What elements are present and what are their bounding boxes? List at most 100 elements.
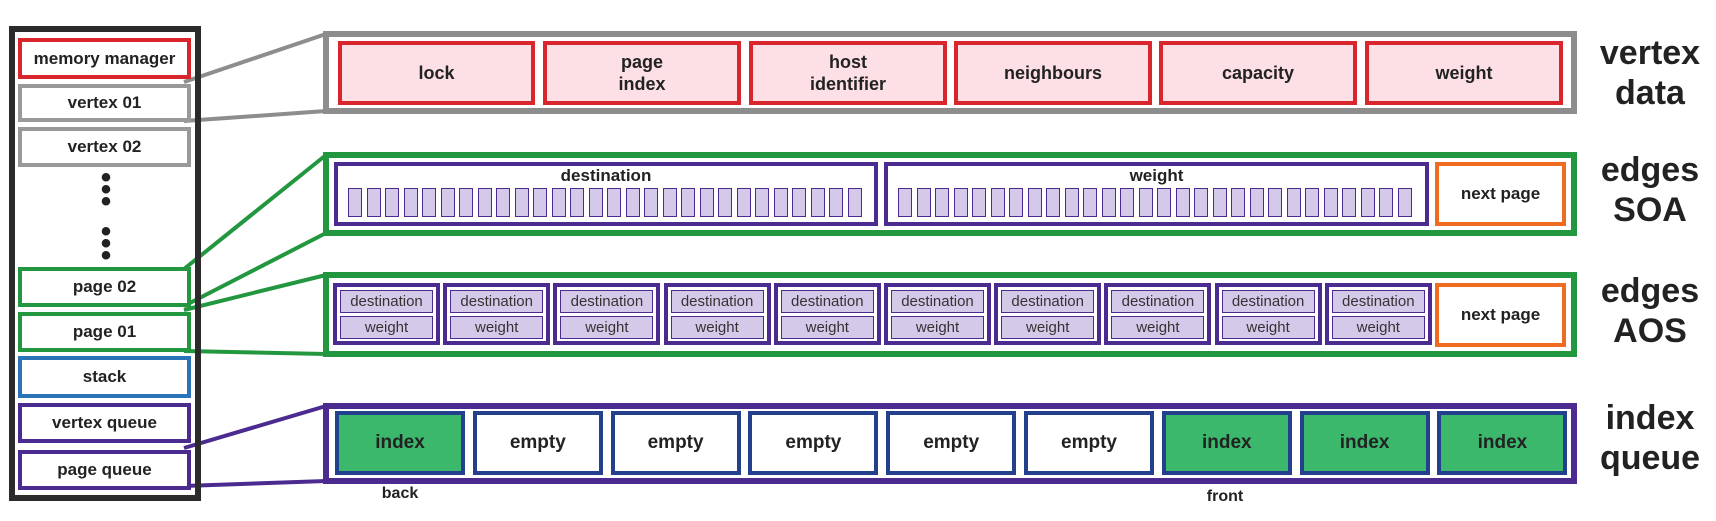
soa-slot <box>625 188 640 217</box>
soa-slot <box>459 188 473 217</box>
soa-slot <box>898 188 912 217</box>
aos-edge-pair: destination weight <box>773 283 881 345</box>
soa-slot <box>1009 188 1023 217</box>
aos-weight-cell: weight <box>670 316 764 339</box>
soa-slot <box>1231 188 1245 217</box>
memory-item-vertex-queue: vertex queue <box>18 403 191 443</box>
aos-destination-cell: destination <box>560 290 654 313</box>
soa-slot <box>1064 188 1079 217</box>
aos-destination-cell: destination <box>891 290 984 313</box>
soa-slot <box>644 188 658 217</box>
aos-weight-cell: weight <box>450 316 544 339</box>
memory-item-page-01: page 01 <box>18 312 191 352</box>
queue-cell-index: index <box>1299 411 1430 475</box>
soa-slot <box>1342 188 1356 217</box>
soa-slot <box>792 188 806 217</box>
soa-slot <box>1268 188 1282 217</box>
soa-slot <box>1175 188 1190 217</box>
soa-slot <box>1101 188 1116 217</box>
queue-back-label: back <box>381 485 419 502</box>
vertex-connector <box>183 32 327 84</box>
soa-destination-group: destination <box>334 162 878 226</box>
soa-slot <box>916 188 931 217</box>
vertex-field-capacity: capacity <box>1159 41 1357 105</box>
soa-connector <box>183 231 327 308</box>
vertex-field-page-index: page index <box>543 41 741 105</box>
vertex-field-host-identifier: host identifier <box>749 41 947 105</box>
aos-edge-pair: destination weight <box>1214 283 1322 345</box>
aos-edge-pair: destination weight <box>333 283 440 345</box>
queue-connector <box>183 479 327 488</box>
soa-weight-group: weight <box>884 162 1429 226</box>
aos-weight-cell: weight <box>340 316 433 339</box>
aos-next-page: next page <box>1435 283 1566 347</box>
soa-weight-title: weight <box>1129 166 1184 185</box>
label-vertex-data: vertex data <box>1599 34 1701 112</box>
aos-weight-cell: weight <box>1331 316 1425 339</box>
aos-connector <box>183 273 327 312</box>
soa-slot <box>403 188 418 217</box>
soa-slot <box>477 188 492 217</box>
soa-slot <box>348 188 362 217</box>
soa-slot <box>847 188 862 217</box>
soa-slot <box>1083 188 1097 217</box>
dot: • <box>100 215 112 248</box>
aos-weight-cell: weight <box>1001 316 1095 339</box>
aos-destination-cell: destination <box>780 290 874 313</box>
aos-destination-cell: destination <box>670 290 764 313</box>
soa-destination-title: destination <box>560 166 652 185</box>
soa-slot <box>736 188 751 217</box>
soa-slot <box>551 188 566 217</box>
soa-slot <box>699 188 714 217</box>
soa-slot <box>533 188 547 217</box>
soa-slot <box>1138 188 1153 217</box>
soa-slot <box>1046 188 1060 217</box>
soa-slot <box>1249 188 1264 217</box>
soa-slot <box>829 188 843 217</box>
soa-slot <box>1360 188 1375 217</box>
vertex-data-frame <box>323 31 1577 114</box>
aos-weight-cell: weight <box>891 316 984 339</box>
soa-slot <box>1194 188 1208 217</box>
aos-edge-pair: destination weight <box>1324 283 1432 345</box>
label-index-queue: index queue <box>1599 399 1701 477</box>
soa-slot <box>514 188 529 217</box>
soa-slot <box>1027 188 1042 217</box>
dot: • <box>100 185 112 218</box>
aos-weight-cell: weight <box>1221 316 1315 339</box>
aos-destination-cell: destination <box>1331 290 1425 313</box>
aos-destination-cell: destination <box>1221 290 1315 313</box>
soa-slot <box>1379 188 1393 217</box>
aos-destination-cell: destination <box>1001 290 1095 313</box>
soa-slot <box>935 188 949 217</box>
aos-destination-cell: destination <box>340 290 433 313</box>
soa-slot <box>990 188 1005 217</box>
soa-slot <box>1323 188 1338 217</box>
queue-cell-empty: empty <box>748 411 879 475</box>
aos-edge-pair: destination weight <box>663 283 771 345</box>
queue-cell-index: index <box>1437 411 1568 475</box>
soa-slot <box>588 188 603 217</box>
vertex-field-neighbours: neighbours <box>954 41 1152 105</box>
aos-weight-cell: weight <box>780 316 874 339</box>
soa-slot <box>1157 188 1171 217</box>
soa-slot <box>422 188 436 217</box>
queue-cell-empty: empty <box>472 411 603 475</box>
soa-slot <box>972 188 986 217</box>
aos-connector <box>183 349 327 356</box>
memory-item-vertex-02: vertex 02 <box>18 127 191 167</box>
dot: • <box>100 161 112 194</box>
queue-cell-index: index <box>1161 411 1292 475</box>
soa-slot <box>1120 188 1134 217</box>
soa-next-page: next page <box>1435 162 1566 226</box>
memory-item-page-02: page 02 <box>18 267 191 307</box>
vertex-field-weight: weight <box>1365 41 1563 105</box>
queue-cell-index: index <box>335 411 465 475</box>
vertex-connector <box>183 109 327 123</box>
soa-slot <box>570 188 584 217</box>
aos-destination-cell: destination <box>1111 290 1205 313</box>
memory-item-memory-manager: memory manager <box>18 38 191 79</box>
